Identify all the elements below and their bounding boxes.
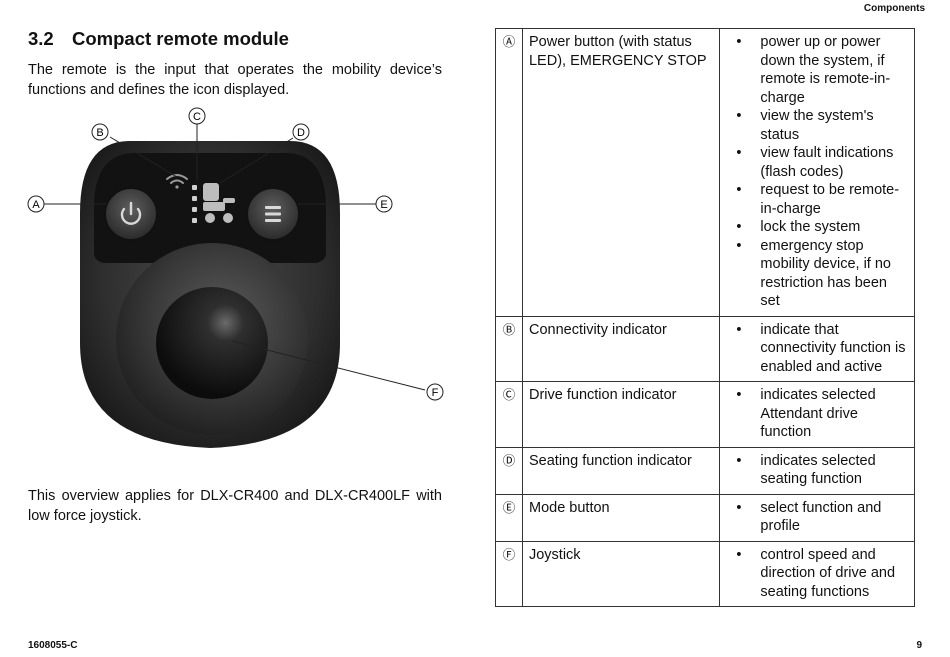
- list-item: view the system's status: [726, 107, 908, 144]
- list-item: emergency stop mobility device, if no re…: [726, 237, 908, 311]
- svg-text:C: C: [193, 111, 201, 123]
- callout-c: C: [188, 107, 206, 125]
- drive-indicator-dots: [192, 185, 197, 223]
- seat-icon: [203, 183, 235, 223]
- remote-illustration: A B C D E F: [27, 107, 444, 448]
- svg-text:B: B: [96, 127, 103, 139]
- doc-number: 1608055-C: [28, 640, 78, 651]
- list-item: request to be remote-in-charge: [726, 181, 908, 218]
- component-functions: indicates selected Attendant drive funct…: [719, 381, 915, 448]
- svg-text:F: F: [432, 387, 439, 399]
- table-row: ⒻJoystickcontrol speed and direction of …: [495, 540, 915, 607]
- component-name: Seating function indicator: [521, 446, 721, 495]
- page-number: 9: [916, 640, 922, 651]
- component-name: Joystick: [521, 540, 721, 607]
- component-name: Power button (with status LED), EMERGENC…: [521, 28, 721, 317]
- function-list: indicates selected Attendant drive funct…: [726, 386, 908, 442]
- function-list: indicate that connectivity function is e…: [726, 321, 908, 377]
- function-list: power up or power down the system, if re…: [726, 33, 908, 311]
- callout-d: D: [292, 123, 310, 141]
- component-name: Drive function indicator: [521, 381, 721, 448]
- section-title: 3.2 Compact remote module: [28, 28, 289, 50]
- component-letter: Ⓔ: [495, 493, 523, 542]
- callout-e: E: [375, 195, 393, 213]
- section-title-text: Compact remote module: [72, 28, 289, 49]
- list-item: control speed and direction of drive and…: [726, 546, 908, 602]
- wifi-icon: [166, 174, 188, 189]
- component-letter: Ⓑ: [495, 315, 523, 382]
- intro-paragraph: The remote is the input that operates th…: [28, 62, 442, 98]
- list-item: indicates selected seating function: [726, 452, 908, 489]
- power-icon: [120, 201, 142, 225]
- joystick[interactable]: [156, 287, 268, 399]
- svg-text:E: E: [380, 199, 387, 211]
- function-list: indicates selected seating function: [726, 452, 908, 489]
- callout-f: F: [426, 383, 444, 401]
- list-item: indicate that connectivity function is e…: [726, 321, 908, 377]
- remote-figure: A B C D E F: [20, 103, 460, 473]
- component-functions: select function and profile: [719, 493, 915, 542]
- list-item: view fault indications (flash codes): [726, 144, 908, 181]
- list-item: select function and profile: [726, 499, 908, 536]
- svg-text:D: D: [297, 127, 305, 139]
- component-functions: indicates selected seating function: [719, 446, 915, 495]
- component-functions: indicate that connectivity function is e…: [719, 315, 915, 382]
- component-letter: Ⓐ: [495, 28, 523, 317]
- list-item: indicates selected Attendant drive funct…: [726, 386, 908, 442]
- svg-text:A: A: [32, 199, 40, 211]
- applies-paragraph: This overview applies for DLX-CR400 and …: [28, 488, 442, 524]
- component-name: Connectivity indicator: [521, 315, 721, 382]
- section-number: 3.2: [28, 28, 54, 49]
- callout-b: B: [91, 123, 109, 141]
- component-letter: Ⓓ: [495, 446, 523, 495]
- callout-lines: [44, 124, 426, 391]
- chapter-header: Components: [863, 3, 925, 14]
- component-functions: control speed and direction of drive and…: [719, 540, 915, 607]
- component-letter: Ⓕ: [495, 540, 523, 607]
- menu-icon: [265, 206, 281, 222]
- list-item: lock the system: [726, 218, 908, 237]
- component-functions: power up or power down the system, if re…: [719, 28, 915, 317]
- callout-a: A: [27, 195, 45, 213]
- function-list: control speed and direction of drive and…: [726, 546, 908, 602]
- component-name: Mode button: [521, 493, 721, 542]
- function-list: select function and profile: [726, 499, 908, 536]
- list-item: power up or power down the system, if re…: [726, 33, 908, 107]
- component-letter: Ⓒ: [495, 381, 523, 448]
